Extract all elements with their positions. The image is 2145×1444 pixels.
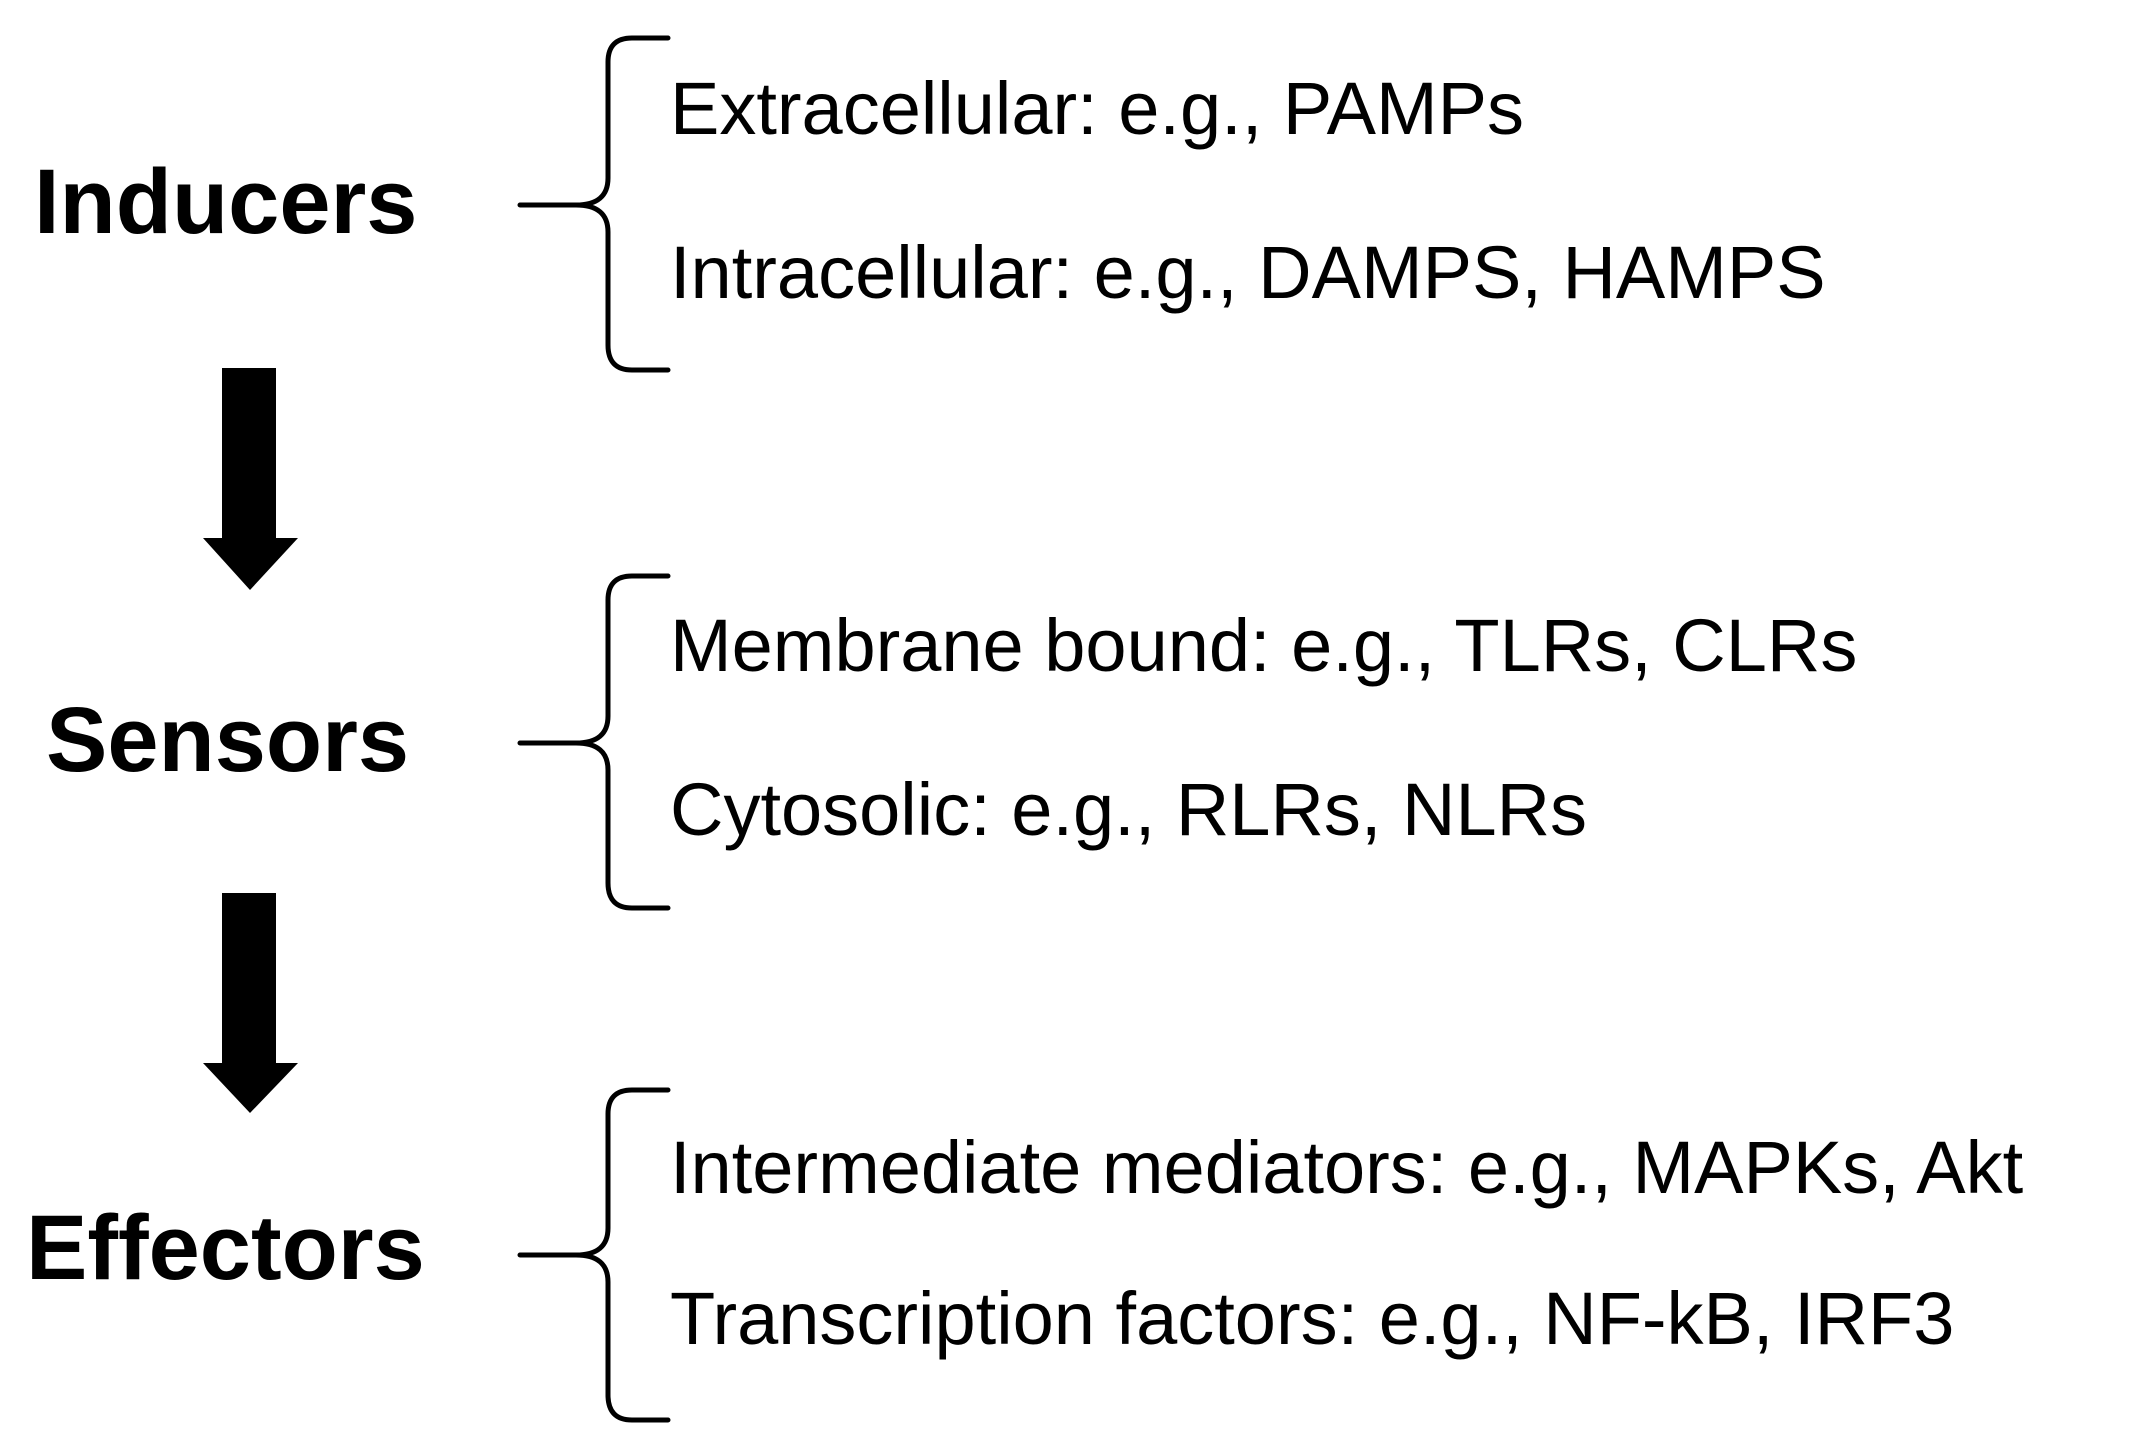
stage-label-sensors: Sensors — [46, 689, 410, 791]
arrow-sensors-to-effectors — [203, 893, 298, 1113]
stage-label-inducers: Inducers — [34, 151, 418, 253]
arrow-inducers-to-sensors — [203, 368, 298, 590]
inducers-item-intracellular: Intracellular: e.g., DAMPS, HAMPS — [670, 231, 1826, 314]
effectors-item-transcription-factors: Transcription factors: e.g., NF-kB, IRF3 — [670, 1277, 1955, 1360]
sensors-item-cytosolic: Cytosolic: e.g., RLRs, NLRs — [670, 768, 1588, 851]
effectors-item-intermediate-mediators: Intermediate mediators: e.g., MAPKs, Akt — [670, 1126, 2024, 1209]
brace-sensors — [517, 573, 671, 911]
stage-label-effectors: Effectors — [26, 1197, 425, 1299]
inducers-item-extracellular: Extracellular: e.g., PAMPs — [670, 67, 1525, 150]
sensors-item-membrane-bound: Membrane bound: e.g., TLRs, CLRs — [670, 604, 1858, 687]
brace-inducers — [517, 35, 671, 373]
brace-effectors — [517, 1087, 671, 1423]
